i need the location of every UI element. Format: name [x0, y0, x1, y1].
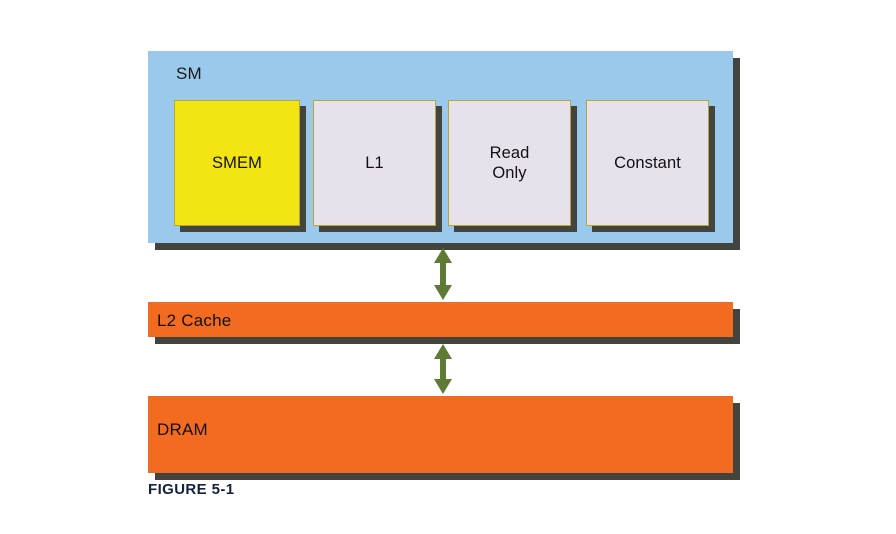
memory-box-smem-label: SMEM [212, 153, 262, 172]
memory-box-l1: L1 [313, 100, 436, 226]
memory-box-smem: SMEM [174, 100, 300, 226]
memory-box-constant-label: Constant [614, 153, 681, 172]
double-arrow-icon [434, 248, 452, 300]
l2-cache-label: L2 Cache [157, 311, 232, 330]
l2-to-dram-arrow [428, 344, 458, 394]
memory-box-read-only-label: Read Only [489, 143, 530, 182]
double-arrow-icon [434, 344, 452, 394]
dram-label: DRAM [157, 420, 208, 439]
sm-to-l2-arrow [428, 248, 458, 300]
figure-caption: FIGURE 5-1 [148, 481, 235, 498]
sm-label: SM [176, 64, 202, 83]
sm-container: SM SMEM L1 Read Only Constant [148, 51, 733, 243]
l2-cache-bar: L2 Cache [148, 302, 733, 337]
sm-memory-row: SMEM L1 Read Only Constant [174, 100, 716, 226]
memory-box-constant: Constant [586, 100, 709, 226]
memory-box-read-only: Read Only [448, 100, 571, 226]
dram-bar: DRAM [148, 396, 733, 473]
memory-box-l1-label: L1 [365, 153, 384, 172]
